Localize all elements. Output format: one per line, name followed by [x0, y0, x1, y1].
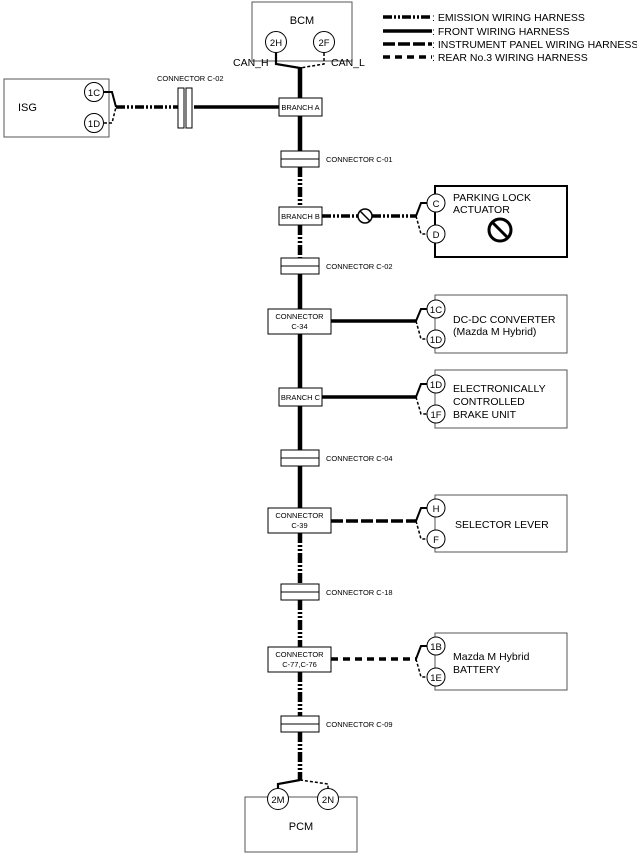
connector-c09: CONNECTOR C-09: [280, 715, 393, 733]
dcdc-wires: [331, 308, 427, 340]
bcm-label: BCM: [290, 15, 314, 27]
pcm-pin-2m: [267, 788, 289, 810]
legend-emission-label: : EMISSION WIRING HARNESS: [432, 12, 585, 24]
branch-c-label: BRANCH C: [281, 393, 321, 402]
bcm-stub-wires: [274, 53, 325, 70]
battery-pin-1b: [426, 636, 446, 656]
battery-label-line1: Mazda M Hybrid: [453, 651, 530, 663]
selector-pin-f: [426, 529, 446, 549]
connector-c02-isg-label: CONNECTOR C-02: [157, 74, 224, 83]
selector-pin-h-label: H: [433, 504, 440, 515]
pcm-pin-2m-label: 2M: [271, 795, 284, 806]
dcdc-pin-1d-label: 1D: [430, 335, 442, 346]
prohibited-icon-small: [357, 208, 373, 224]
pcm-label: PCM: [289, 821, 313, 833]
dcdc-pin-1c-label: 1C: [430, 305, 442, 316]
legend-rear-label: : REAR No.3 WIRING HARNESS: [432, 52, 588, 64]
pcm-stub-wires: [276, 778, 329, 788]
branch-a: BRANCH A: [278, 97, 323, 117]
parking-lock-label-line2: ACTUATOR: [453, 204, 510, 216]
brake-label-line2: CONTROLLED: [453, 396, 525, 408]
battery-label-line2: BATTERY: [453, 664, 500, 676]
brake-label-line3: BRAKE UNIT: [453, 409, 517, 421]
dcdc-label-line1: DC-DC CONVERTER: [453, 314, 556, 326]
selector-pin-h: [426, 498, 446, 518]
connector-c34: CONNECTOR C-34: [267, 308, 332, 335]
connector-c39-label-line1: CONNECTOR: [275, 511, 324, 520]
legend-front-label: : FRONT WIRING HARNESS: [432, 26, 569, 38]
dcdc-pin-1c: [426, 299, 446, 319]
connector-c77-label-line1: CONNECTOR: [275, 650, 324, 659]
connector-c02-label: CONNECTOR C-02: [326, 262, 393, 271]
bcm-pin-2h: [265, 31, 287, 53]
prohibited-icon: [487, 217, 513, 243]
connector-c01-label: CONNECTOR C-01: [326, 155, 393, 164]
isg-label: ISG: [18, 102, 37, 114]
parking-pin-d: [426, 224, 446, 244]
legend-instrument-label: : INSTRUMENT PANEL WIRING HARNESS: [432, 39, 637, 51]
isg-pin-1c-label: 1C: [88, 88, 100, 99]
connector-c34-label-line2: C-34: [291, 322, 307, 331]
parking-lock-wires: [322, 202, 427, 235]
parking-pin-c: [426, 193, 446, 213]
pcm-module: PCM 2M 2N: [244, 788, 358, 853]
battery-wires: [331, 645, 427, 678]
connector-c39: CONNECTOR C-39: [267, 507, 332, 534]
connector-c02: CONNECTOR C-02: [280, 257, 393, 275]
connector-c77-c76: CONNECTOR C-77,C-76: [267, 646, 332, 673]
connector-c77-label-line2: C-77,C-76: [282, 660, 317, 669]
dcdc-pin-1d: [426, 329, 446, 349]
connector-c18: CONNECTOR C-18: [280, 583, 393, 601]
brake-wires: [322, 383, 427, 415]
isg-module: ISG 1C 1D: [3, 78, 110, 138]
pcm-pin-2n-label: 2N: [322, 795, 334, 806]
brake-pin-1f-label: 1F: [430, 410, 441, 421]
isg-pin-1c: [84, 82, 104, 102]
parking-lock-label-line1: PARKING LOCK: [453, 192, 531, 204]
battery-pin-1e: [426, 667, 446, 687]
isg-pin-1d: [84, 113, 104, 133]
brake-pin-1d-label: 1D: [430, 380, 442, 391]
branch-c: BRANCH C: [278, 387, 323, 407]
battery-pin-1e-label: 1E: [430, 673, 442, 684]
connector-c39-label-line2: C-39: [291, 521, 307, 530]
selector-pin-f-label: F: [433, 535, 439, 546]
connector-c18-label: CONNECTOR C-18: [326, 588, 393, 597]
brake-pin-1f: [426, 404, 446, 424]
parking-pin-d-label: D: [433, 230, 440, 241]
selector-lever-module: SELECTOR LEVER H F: [426, 494, 568, 553]
bcm-pin-2h-label: 2H: [270, 38, 282, 49]
bcm-pin-2f: [313, 31, 335, 53]
selector-wires: [331, 507, 427, 540]
dcdc-label-line2: (Mazda M Hybrid): [453, 326, 536, 338]
battery-module: Mazda M Hybrid BATTERY 1B 1E: [426, 632, 568, 691]
branch-a-label: BRANCH A: [281, 103, 319, 112]
connector-c04-label: CONNECTOR C-04: [326, 454, 393, 463]
isg-wires: [104, 91, 279, 124]
legend: : EMISSION WIRING HARNESS : FRONT WIRING…: [383, 12, 637, 64]
brake-pin-1d: [426, 374, 446, 394]
brake-label-line1: ELECTRONICALLY: [453, 383, 546, 395]
isg-pin-1d-label: 1D: [88, 119, 100, 130]
connector-c04: CONNECTOR C-04: [280, 449, 393, 467]
parking-lock-actuator-module: PARKING LOCK ACTUATOR C D: [426, 185, 568, 258]
branch-b-label: BRANCH B: [281, 212, 320, 221]
connector-c34-label-line1: CONNECTOR: [275, 312, 324, 321]
dcdc-converter-module: DC-DC CONVERTER (Mazda M Hybrid) 1C 1D: [426, 294, 568, 354]
pcm-pin-2n: [317, 788, 339, 810]
can-l-label: CAN_L: [331, 57, 365, 69]
connector-c01: CONNECTOR C-01: [280, 150, 393, 168]
branch-b: BRANCH B: [278, 206, 323, 226]
can-h-label: CAN_H: [233, 57, 269, 69]
bcm-module: BCM 2H 2F CAN_H CAN_L: [233, 1, 365, 69]
parking-pin-c-label: C: [433, 199, 440, 210]
connector-c02-isg: CONNECTOR C-02: [157, 74, 224, 129]
selector-label: SELECTOR LEVER: [455, 519, 549, 531]
bcm-pin-2f-label: 2F: [318, 38, 329, 49]
connector-c09-label: CONNECTOR C-09: [326, 720, 393, 729]
battery-pin-1b-label: 1B: [430, 642, 442, 653]
brake-unit-module: ELECTRONICALLY CONTROLLED BRAKE UNIT 1D …: [426, 369, 568, 429]
